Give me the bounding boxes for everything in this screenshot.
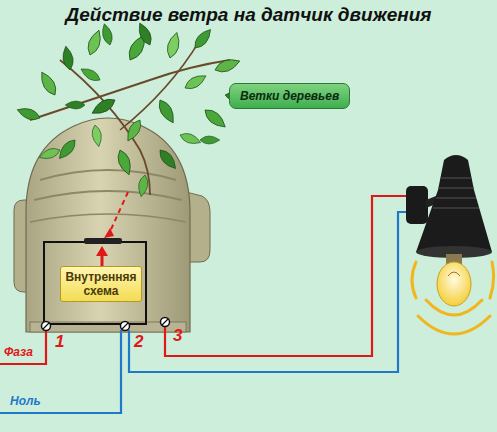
internal-frame bbox=[44, 192, 146, 324]
terminals bbox=[42, 318, 170, 331]
tree-branches bbox=[16, 21, 248, 197]
callout-box: Ветки деревьев bbox=[229, 83, 350, 109]
node-text: Внутренняя схема bbox=[63, 270, 139, 298]
wires bbox=[0, 196, 408, 413]
terminal-number: 2 bbox=[134, 332, 143, 352]
sensor-housing bbox=[14, 118, 210, 332]
terminal-number: 1 bbox=[55, 332, 64, 352]
title: Действие ветра на датчик движения bbox=[66, 4, 432, 26]
wire-label: Ноль bbox=[10, 394, 41, 408]
circuit-box: Внутренняя схема bbox=[60, 266, 142, 302]
wire-label: Фаза bbox=[4, 345, 33, 359]
node-text: Ветки деревьев bbox=[240, 89, 339, 103]
terminal-number: 3 bbox=[173, 326, 182, 346]
wind-arrow bbox=[108, 192, 128, 236]
lamp bbox=[406, 155, 494, 334]
